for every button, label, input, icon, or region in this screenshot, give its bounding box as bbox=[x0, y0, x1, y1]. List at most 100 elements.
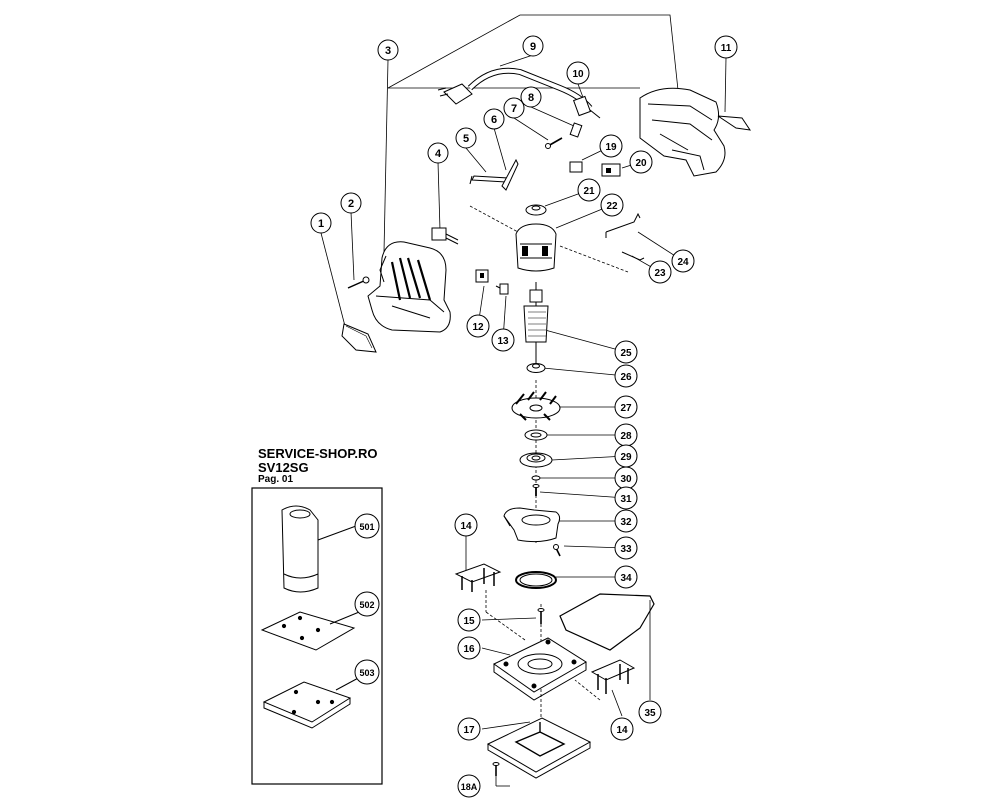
callout-26: 26 bbox=[614, 364, 638, 388]
callout-6: 6 bbox=[483, 108, 505, 130]
svg-text:27: 27 bbox=[620, 403, 632, 414]
svg-text:2: 2 bbox=[348, 198, 354, 210]
part-8-brush bbox=[569, 122, 583, 138]
part-14-clamp-right bbox=[590, 659, 636, 694]
callout-15: 15 bbox=[457, 608, 481, 632]
callout-35: 35 bbox=[638, 700, 662, 724]
callout-30: 30 bbox=[614, 466, 638, 490]
svg-text:501: 501 bbox=[359, 522, 374, 532]
part-16-base bbox=[493, 637, 587, 701]
part-33-screw bbox=[553, 544, 561, 557]
svg-text:24: 24 bbox=[677, 257, 689, 268]
part-503-sanding-tray bbox=[262, 675, 363, 729]
svg-text:23: 23 bbox=[654, 268, 666, 279]
part-14-clamp-left bbox=[454, 563, 502, 592]
callout-21: 21 bbox=[577, 178, 601, 202]
svg-text:29: 29 bbox=[620, 452, 632, 463]
accessory-box bbox=[251, 487, 383, 785]
callout-34: 34 bbox=[614, 565, 638, 589]
svg-text:8: 8 bbox=[528, 92, 534, 104]
part-21-bearing bbox=[525, 204, 547, 216]
callout-24: 24 bbox=[671, 249, 695, 273]
callout-1: 1 bbox=[310, 212, 332, 234]
callout-27: 27 bbox=[614, 395, 638, 419]
part-26-bearing bbox=[526, 363, 546, 373]
part-10-cord-armor bbox=[572, 95, 601, 119]
callout-18a: 18A bbox=[457, 774, 481, 798]
callout-29: 29 bbox=[614, 444, 638, 468]
svg-text:14: 14 bbox=[616, 725, 628, 736]
part-29-bearing bbox=[519, 452, 553, 468]
svg-text:503: 503 bbox=[359, 668, 374, 678]
callout-17: 17 bbox=[457, 717, 481, 741]
svg-text:6: 6 bbox=[491, 114, 497, 126]
svg-text:33: 33 bbox=[620, 544, 632, 555]
svg-text:34: 34 bbox=[620, 573, 632, 584]
callout-13: 13 bbox=[491, 328, 515, 352]
part-7-screw bbox=[545, 137, 563, 149]
svg-text:35: 35 bbox=[644, 708, 656, 719]
svg-text:32: 32 bbox=[620, 517, 632, 528]
part-1-plate bbox=[341, 323, 377, 353]
svg-text:28: 28 bbox=[620, 431, 632, 442]
svg-text:11: 11 bbox=[721, 43, 732, 54]
svg-text:20: 20 bbox=[635, 158, 647, 169]
callout-32: 32 bbox=[614, 509, 638, 533]
callout-10: 10 bbox=[566, 61, 590, 85]
part-4-capacitor bbox=[431, 227, 459, 245]
part-25-armature bbox=[523, 282, 549, 364]
callout-22: 22 bbox=[600, 193, 624, 217]
part-19-switch bbox=[569, 161, 583, 173]
part-28-washer bbox=[524, 429, 548, 441]
part-17-pad bbox=[486, 717, 592, 779]
svg-text:15: 15 bbox=[463, 616, 475, 627]
part-3-housing bbox=[367, 241, 451, 333]
svg-text:19: 19 bbox=[605, 142, 617, 153]
svg-text:21: 21 bbox=[583, 186, 595, 197]
callout-7: 7 bbox=[503, 97, 525, 119]
part-11-handle bbox=[639, 87, 752, 177]
callout-16: 16 bbox=[457, 636, 481, 660]
svg-text:12: 12 bbox=[472, 322, 484, 333]
callout-14-left: 14 bbox=[454, 513, 478, 537]
svg-text:31: 31 bbox=[620, 494, 632, 505]
callout-12: 12 bbox=[466, 314, 490, 338]
part-27-fan bbox=[511, 391, 561, 421]
svg-text:17: 17 bbox=[463, 725, 475, 736]
svg-text:4: 4 bbox=[435, 148, 442, 160]
page-number: Pag. 01 bbox=[258, 474, 294, 485]
callout-4: 4 bbox=[427, 142, 449, 164]
svg-text:3: 3 bbox=[385, 45, 391, 57]
part-5-brush-holder bbox=[469, 175, 509, 185]
callout-20: 20 bbox=[629, 150, 653, 174]
callout-9: 9 bbox=[522, 35, 544, 57]
callout-5: 5 bbox=[455, 127, 477, 149]
svg-text:30: 30 bbox=[620, 474, 632, 485]
callout-25: 25 bbox=[614, 340, 638, 364]
svg-text:7: 7 bbox=[511, 103, 517, 115]
part-501-dust-bag bbox=[281, 505, 357, 593]
part-18a-screw bbox=[492, 762, 500, 776]
callout-19: 19 bbox=[599, 134, 623, 158]
part-34-ring bbox=[515, 571, 557, 589]
assembly-lines bbox=[320, 14, 727, 787]
part-6-brush-holder bbox=[501, 158, 519, 191]
part-24-lead bbox=[605, 212, 641, 238]
part-13-connector bbox=[495, 283, 509, 295]
part-30-washer bbox=[531, 475, 541, 481]
part-32-bearing-housing bbox=[503, 507, 561, 543]
svg-text:502: 502 bbox=[359, 600, 374, 610]
svg-text:26: 26 bbox=[620, 372, 632, 383]
callout-3: 3 bbox=[377, 39, 399, 61]
callout-501: 501 bbox=[354, 513, 380, 539]
callout-11: 11 bbox=[714, 35, 738, 59]
model-title: SV12SG bbox=[258, 460, 309, 475]
svg-text:10: 10 bbox=[572, 69, 584, 80]
svg-text:18A: 18A bbox=[461, 782, 478, 792]
callout-2: 2 bbox=[340, 192, 362, 214]
callout-33: 33 bbox=[614, 536, 638, 560]
svg-text:14: 14 bbox=[460, 521, 472, 532]
callout-502: 502 bbox=[354, 591, 380, 617]
